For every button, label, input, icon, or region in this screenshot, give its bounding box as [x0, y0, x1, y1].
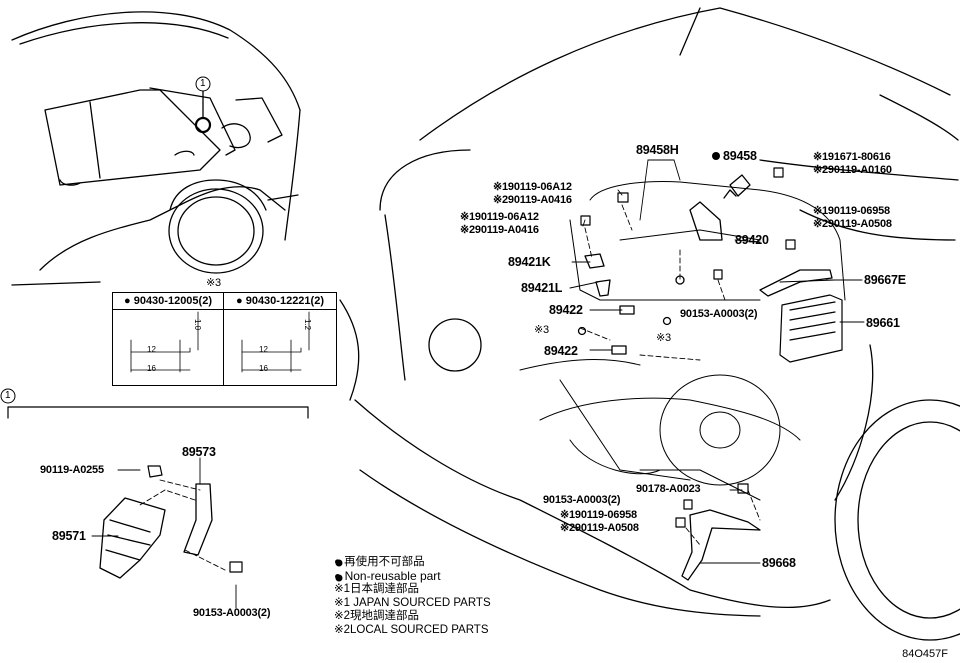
part-90119-06958-top[interactable]: ※190119-06958 [813, 205, 890, 217]
part-91671-80616[interactable]: ※191671-80616 [813, 151, 891, 163]
legend-jp2: ※2現地調達部品 [334, 610, 420, 622]
table-col-1-header: ● 90430-12005(2) [113, 293, 224, 310]
part-89422-b[interactable]: 89422 [544, 344, 578, 358]
car-rear-view [11, 11, 301, 286]
bolts [147, 167, 796, 573]
part-90119-A0508-top[interactable]: ※290119-A0508 [813, 218, 892, 230]
bracket-89668 [681, 509, 761, 581]
note3-left: ※3 [534, 324, 549, 336]
illustration-code: 84O457F [902, 648, 948, 660]
legend-jp1: ※1日本調達部品 [334, 583, 420, 595]
part-90119-A0160[interactable]: ※290119-A0160 [813, 164, 892, 176]
callout-1-circle-section [0, 388, 16, 404]
part-90119-06A12-b[interactable]: ※190119-06A12 [460, 211, 539, 223]
legend-nonreusable: ● Non-reusable part [334, 568, 441, 583]
dim-16-right: 16 [259, 364, 268, 373]
part-89422-a[interactable]: 89422 [549, 303, 583, 317]
sensor-89421L [595, 279, 611, 297]
dim-16-left: 16 [147, 364, 156, 373]
part-90119-A0508-bot[interactable]: ※290119-A0508 [560, 522, 639, 534]
ecu-89661 [779, 294, 843, 363]
part-90178-A0023[interactable]: 90178-A0023 [636, 483, 701, 495]
legend-en1: ※1 JAPAN SOURCED PARTS [334, 596, 491, 609]
callout-1-circle-top [195, 76, 211, 92]
sensor-89422-a [619, 305, 635, 315]
part-90119-A0416-a[interactable]: ※290119-A0416 [493, 194, 572, 206]
callout-1-section: 1 [5, 390, 11, 401]
dim-12-right: 12 [259, 345, 268, 354]
sensor-89421K [584, 253, 605, 269]
sensor-89458 [723, 174, 751, 199]
part-90119-06958-bot[interactable]: ※190119-06958 [560, 509, 637, 521]
part-89421K[interactable]: 89421K [508, 255, 551, 269]
part-89668[interactable]: 89668 [762, 556, 796, 570]
sensor-89422-b [611, 345, 627, 355]
bracket-89667E [759, 269, 833, 297]
part-90153-A0003-c[interactable]: 90153-A0003(2) [543, 494, 621, 506]
part-89571[interactable]: 89571 [52, 529, 86, 543]
note3-table: ※3 [206, 277, 221, 289]
dimension-sketch [130, 311, 310, 373]
part-89573[interactable]: 89573 [182, 445, 216, 459]
dim-1-0: 1.0 [193, 319, 202, 331]
dim-1-2: 1.2 [303, 319, 312, 331]
engine-outline [519, 181, 846, 501]
part-90153-A0003-a[interactable]: 90153-A0003(2) [680, 308, 758, 320]
part-89420[interactable]: 89420 [735, 233, 769, 247]
part-90119-A0255[interactable]: 90119-A0255 [40, 464, 104, 476]
bracket-89420 [689, 201, 723, 241]
car-front-view [339, 7, 960, 641]
legend: ● 再使用不可部品 ● Non-reusable part ※1日本調達部品 ※… [334, 556, 491, 637]
part-90153-A0003-b[interactable]: 90153-A0003(2) [193, 607, 271, 619]
part-89458[interactable]: 89458 [723, 149, 757, 163]
table-col-2-header: ● 90430-12221(2) [224, 293, 336, 310]
callout-1-top: 1 [200, 78, 206, 89]
part-89667E[interactable]: 89667E [864, 273, 906, 287]
part-90119-06A12-a[interactable]: ※190119-06A12 [493, 181, 572, 193]
part-89458H[interactable]: 89458H [636, 143, 679, 157]
part-89661[interactable]: 89661 [866, 316, 900, 330]
part-89421L[interactable]: 89421L [521, 281, 563, 295]
note3-right: ※3 [656, 332, 671, 344]
part-90119-A0416-b[interactable]: ※290119-A0416 [460, 224, 539, 236]
table-divider [223, 293, 224, 385]
bracket-89573 [183, 483, 213, 556]
module-89571 [99, 497, 166, 579]
legend-en2: ※2LOCAL SOURCED PARTS [334, 623, 489, 636]
bolt-spec-table: ● 90430-12005(2) ● 90430-12221(2) 12 16 … [112, 292, 337, 386]
legend-jp-nonreusable: ● 再使用不可部品 [334, 556, 425, 568]
dim-12-left: 12 [147, 345, 156, 354]
